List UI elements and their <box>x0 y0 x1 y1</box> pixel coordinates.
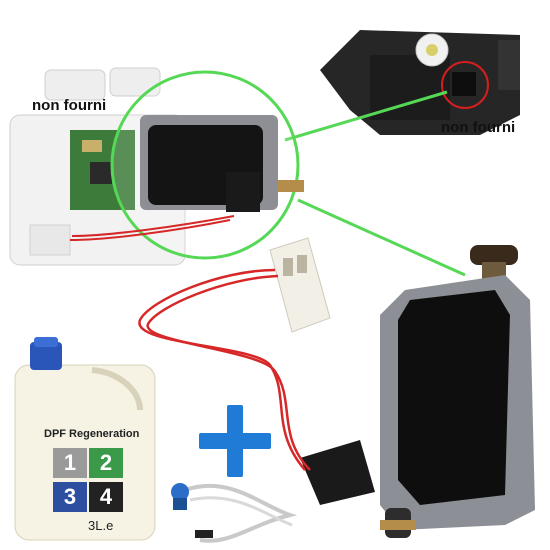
callout-line-bottom <box>297 198 466 277</box>
can-volume: 3L.e <box>88 518 114 533</box>
tile-1: 1 <box>53 448 87 478</box>
tile-3: 3 <box>53 482 87 512</box>
tube-kit <box>171 483 298 543</box>
callout-line-top <box>284 90 448 142</box>
can-title: DPF Regeneration <box>44 428 140 440</box>
plus-sign <box>199 405 271 477</box>
not-supplied-label-left: non fourni <box>32 97 107 114</box>
white-connector <box>269 237 331 333</box>
tile-4: 4 <box>89 482 123 512</box>
not-supplied-label-right: non fourni <box>441 119 516 136</box>
top-right-actuator <box>320 30 520 135</box>
zoom-callout <box>69 70 304 260</box>
tile-2: 2 <box>89 448 123 478</box>
solenoid <box>300 245 535 538</box>
red-wires <box>138 268 311 471</box>
